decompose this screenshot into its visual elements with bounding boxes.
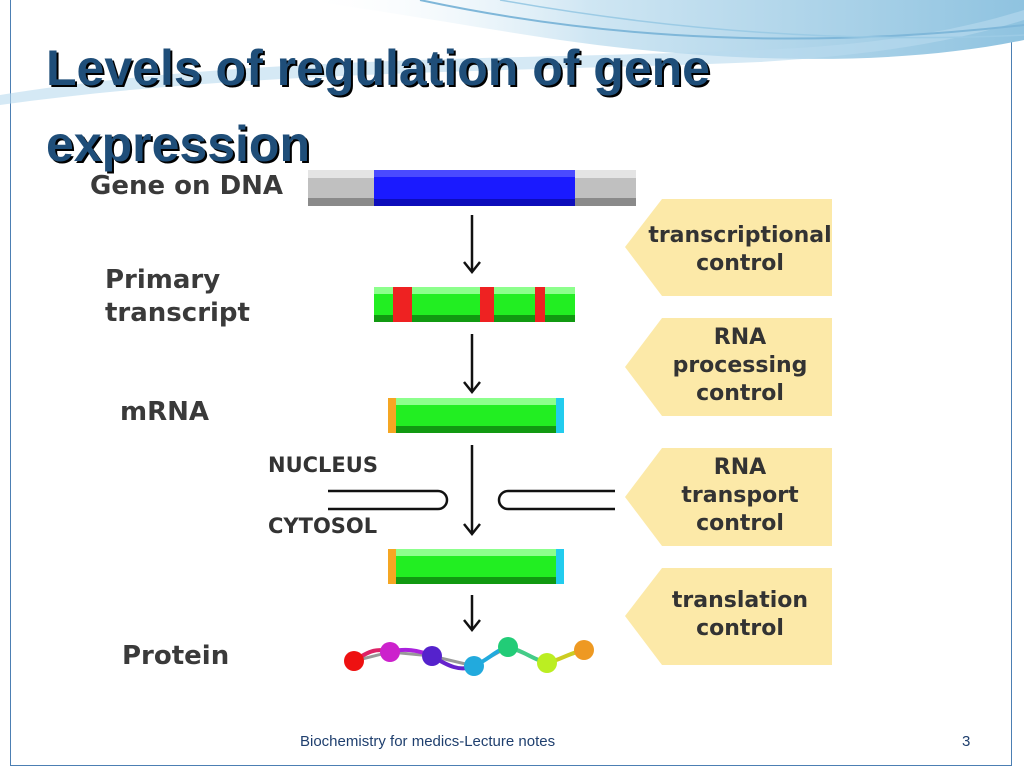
control-box-shapes bbox=[625, 199, 832, 665]
control-2-line-3: control bbox=[696, 381, 784, 406]
primary-label-line-2: transcript bbox=[105, 297, 250, 328]
mrna-label: mRNA bbox=[120, 397, 209, 427]
slide-title: Levels of regulation of gene expression bbox=[46, 30, 806, 182]
control-3-line-3: control bbox=[696, 511, 784, 536]
protein-bead-5 bbox=[498, 637, 518, 657]
control-2-line-2: processing bbox=[672, 353, 808, 378]
primary-transcript-label: Primary transcript bbox=[105, 264, 250, 329]
control-1-line-1: transcriptional bbox=[648, 223, 832, 248]
slide-frame bbox=[10, 0, 1012, 766]
control-4-line-1: translation bbox=[671, 588, 809, 613]
control-2-line-1: RNA bbox=[713, 325, 767, 350]
control-4-line-2: control bbox=[696, 616, 784, 641]
cytosol-label: CYTOSOL bbox=[268, 514, 378, 538]
translation-control-text: translation control bbox=[640, 587, 840, 643]
primary-transcript-bar bbox=[374, 287, 575, 322]
protein-label: Protein bbox=[122, 641, 230, 671]
protein-chain bbox=[344, 637, 594, 676]
dna-gene-bar bbox=[308, 170, 636, 206]
nucleus-label: NUCLEUS bbox=[268, 453, 378, 477]
rna-transport-control-box bbox=[625, 448, 832, 546]
title-line-2: expression bbox=[46, 116, 311, 172]
translation-control-box bbox=[625, 568, 832, 665]
header-wave-decoration bbox=[0, 0, 1024, 105]
control-3-line-1: RNA bbox=[713, 455, 767, 480]
intron-2 bbox=[480, 287, 494, 322]
protein-bead-4 bbox=[464, 656, 484, 676]
gene-on-dna-label: Gene on DNA bbox=[90, 171, 284, 201]
protein-bead-1 bbox=[344, 651, 364, 671]
mrna-bar-cytosol bbox=[388, 549, 564, 584]
control-3-line-2: transport bbox=[681, 483, 799, 508]
protein-bead-7 bbox=[574, 640, 594, 660]
title-line-1: Levels of regulation of gene bbox=[46, 40, 710, 96]
rna-processing-control-box bbox=[625, 318, 832, 416]
transcriptional-control-text: transcriptional control bbox=[640, 222, 840, 278]
protein-bead-3 bbox=[422, 646, 442, 666]
page-number: 3 bbox=[962, 733, 971, 750]
protein-bead-6 bbox=[537, 653, 557, 673]
mrna-bar-nucleus bbox=[388, 398, 564, 433]
nuclear-membrane bbox=[328, 489, 615, 511]
protein-bead-2 bbox=[380, 642, 400, 662]
intron-3 bbox=[535, 287, 545, 322]
transcriptional-control-box bbox=[625, 199, 832, 296]
control-1-line-2: control bbox=[696, 251, 784, 276]
footer-text: Biochemistry for medics-Lecture notes bbox=[300, 733, 556, 750]
primary-label-line-1: Primary bbox=[105, 265, 221, 295]
intron-1 bbox=[393, 287, 412, 322]
rna-processing-control-text: RNA processing control bbox=[640, 324, 840, 408]
rna-transport-control-text: RNA transport control bbox=[640, 454, 840, 538]
